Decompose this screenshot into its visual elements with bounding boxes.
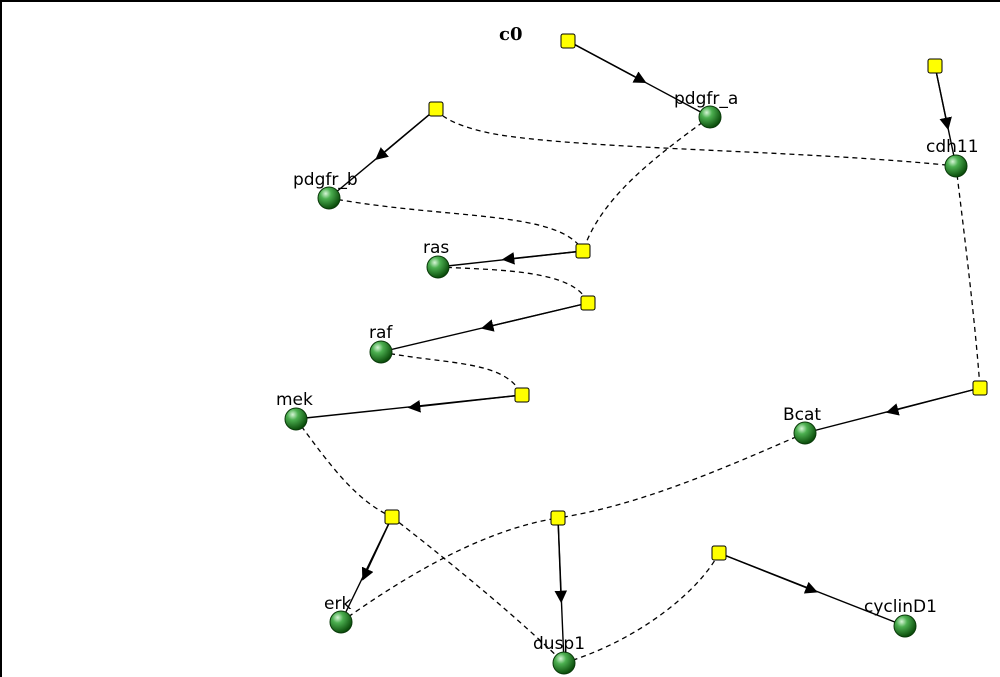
diagram-title: c0 [499,24,522,45]
edge-sq10-cyclinD1-arrow [718,552,818,594]
dashed-raf-sq6 [380,351,523,396]
dashed-erk-sq9 [340,517,559,623]
node-label-pdgfr_b: pdgfr_b [293,170,358,190]
dashed-edges [295,108,981,664]
transition-square[interactable] [575,243,591,259]
node-pdgfr_b[interactable]: pdgfr_b [293,170,358,210]
node-ras[interactable]: ras [423,238,450,279]
dashed-cdh11-sq3 [435,108,957,167]
edge-sq7-bcat-arrow [885,387,981,416]
transition-square[interactable] [514,387,530,403]
transition-square[interactable] [580,295,596,311]
node-raf[interactable]: raf [369,323,393,364]
node-label-pdgfr_a: pdgfr_a [674,89,738,109]
edge-sq2-cdh11-arrow [934,65,952,131]
node-label-raf: raf [369,323,393,343]
solid-edges [295,40,981,664]
node-label-dusp1: dusp1 [533,634,585,654]
edge-sq1-pdgfr_a-arrow [567,40,647,83]
dashed-pdgfr_b-sq4 [328,197,584,252]
dashed-bcat-sq9 [557,432,806,519]
dashed-dusp1-sq10 [563,552,720,664]
node-Bcat[interactable]: Bcat [783,405,821,445]
transition-square[interactable] [927,58,943,74]
edge-sq6-mek-arrow [407,394,523,413]
dashed-cdh11-sq7 [955,165,981,389]
edge-sq5-raf-arrow [480,302,589,332]
node-label-Bcat: Bcat [783,405,821,425]
node-mek[interactable]: mek [276,390,313,431]
node-label-cyclinD1: cyclinD1 [864,597,937,617]
dashed-sq8-dusp1 [391,516,565,664]
edge-sq3-pdgfr_b-arrow [375,108,437,161]
dashed-ras-sq5 [437,266,589,304]
transition-square[interactable] [550,510,566,526]
transition-square[interactable] [972,380,988,396]
node-erk[interactable]: erk [324,594,353,634]
dashed-pdgfr_a-sq4 [582,116,711,252]
transition-square[interactable] [560,33,576,49]
node-label-cdh11: cdh11 [926,137,979,157]
dashed-mek-sq8 [295,418,393,518]
node-cyclinD1[interactable]: cyclinD1 [864,597,937,638]
edge-sq9-dusp1-arrow [554,517,568,604]
edge-sq8-erk-arrow [361,516,393,581]
node-cdh11[interactable]: cdh11 [926,137,979,178]
node-label-mek: mek [276,390,313,410]
transition-squares [384,33,988,561]
edge-sq4-ras-arrow [501,250,584,265]
nodes: pdgfr_a cdh11 pdgfr_b ras raf mek Bcat [276,89,979,675]
node-label-ras: ras [423,238,449,258]
node-pdgfr_a[interactable]: pdgfr_a [674,89,738,129]
node-label-erk: erk [324,594,351,614]
transition-square[interactable] [428,101,444,117]
node-dusp1[interactable]: dusp1 [533,634,585,675]
transition-square[interactable] [384,509,400,525]
transition-square[interactable] [711,545,727,561]
